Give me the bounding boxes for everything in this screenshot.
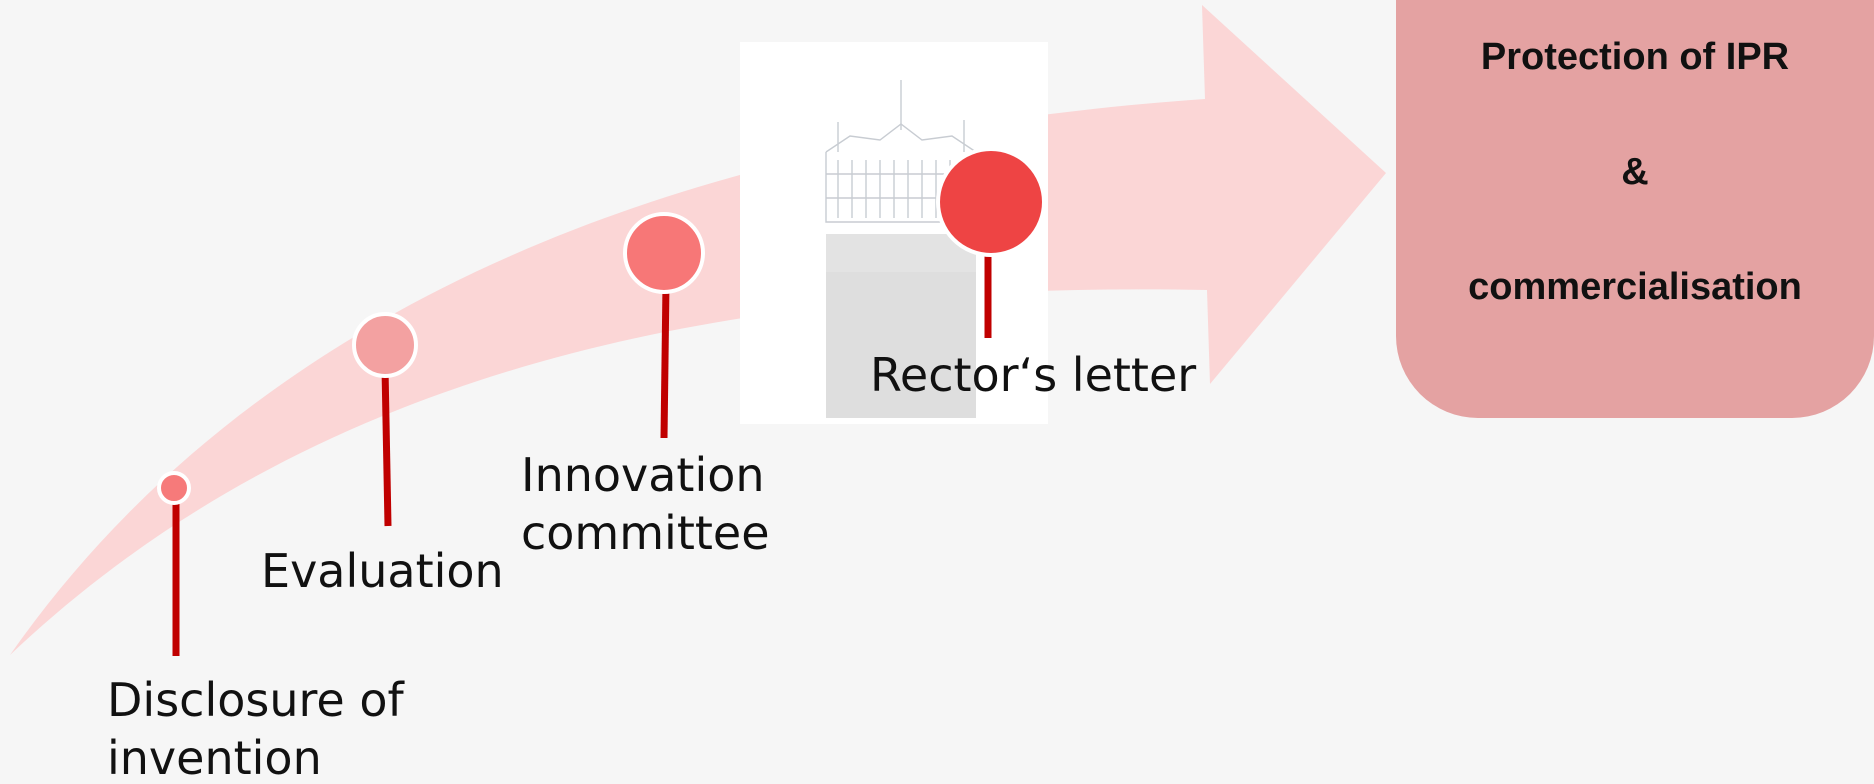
marker-disclosure [157, 471, 191, 656]
stage-label-evaluation: Evaluation [261, 542, 504, 600]
outcome-line-commercialisation: commercialisation [1468, 266, 1802, 308]
stage-label-disclosure: Disclosure of invention [107, 671, 404, 784]
label-line: Innovation [521, 448, 765, 502]
marker-evaluation [352, 312, 418, 527]
marker-innovation [623, 212, 705, 439]
outcome-line-ampersand: & [1621, 151, 1649, 193]
label-line: invention [107, 731, 322, 784]
dot-evaluation [352, 312, 418, 378]
building-document-icon [740, 42, 1048, 424]
label-line: Disclosure of [107, 673, 404, 727]
dot-disclosure [157, 471, 191, 505]
label-line: committee [521, 506, 770, 560]
outcome-box: Protection of IPR & commercialisation [1396, 0, 1874, 418]
outcome-line-ipr: Protection of IPR [1480, 36, 1790, 78]
stem-innovation [660, 283, 670, 439]
dot-innovation [623, 212, 705, 294]
label-line: Evaluation [261, 544, 504, 598]
stage-label-innovation: Innovation committee [521, 446, 770, 562]
stem-evaluation [381, 367, 392, 527]
label-line: Rector‘s letter [870, 348, 1197, 402]
dot-rector [936, 147, 1046, 257]
marker-rector [936, 147, 1046, 338]
stage-label-rector: Rector‘s letter [870, 346, 1196, 404]
